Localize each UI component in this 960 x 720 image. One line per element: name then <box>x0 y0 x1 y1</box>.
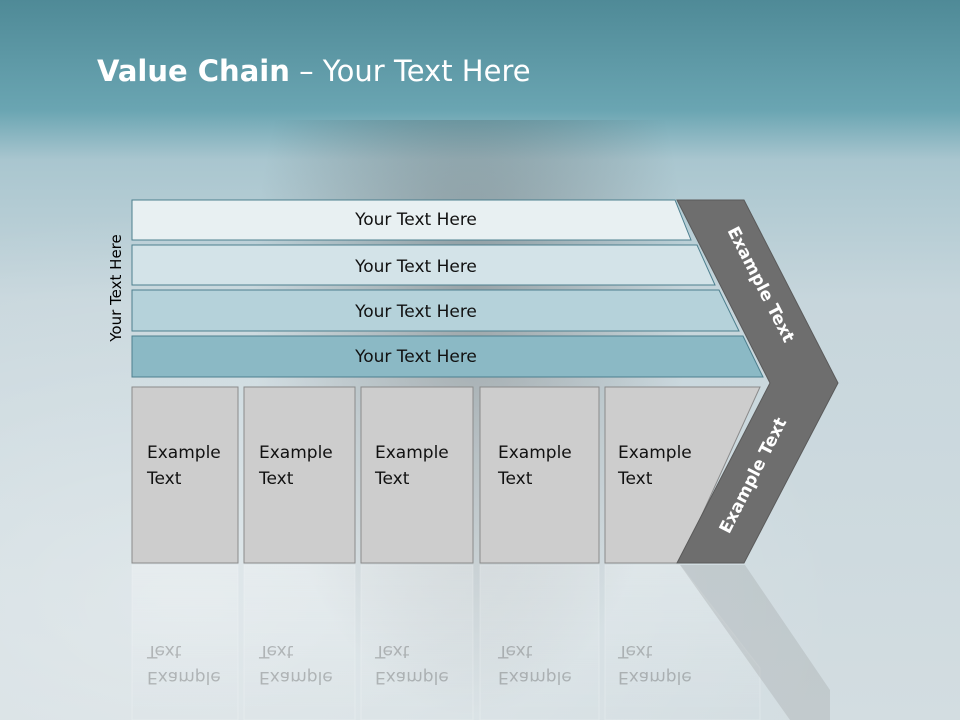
reflection-label-4: Example <box>498 667 572 687</box>
reflection-label-2: Example <box>259 667 333 687</box>
reflection-label-5b: Text <box>617 641 653 661</box>
row-2-shape <box>131 244 716 286</box>
row-4-label: Your Text Here <box>354 347 477 367</box>
diagram-reflection <box>131 564 830 720</box>
reflection-label-4b: Text <box>497 641 533 661</box>
row-1-label: Your Text Here <box>354 210 477 230</box>
box-2-line2: Text <box>258 469 294 489</box>
chevron-arrow <box>676 199 839 564</box>
title-rest: – Your Text Here <box>289 54 531 88</box>
box-1 <box>131 386 239 564</box>
box-2 <box>243 386 356 564</box>
box-3-line1: Example <box>375 443 449 463</box>
box-4 <box>479 386 600 564</box>
reflection-label-1b: Text <box>146 641 182 661</box>
box-5-line2: Text <box>617 469 653 489</box>
title-bold: Value Chain <box>97 54 290 88</box>
row-1-shape <box>131 199 692 241</box>
box-3-line2: Text <box>374 469 410 489</box>
box-1-line2: Text <box>146 469 182 489</box>
box-3 <box>360 386 474 564</box>
row-3-label: Your Text Here <box>354 302 477 322</box>
box-4-line1: Example <box>498 443 572 463</box>
reflection-text-group: Example Text Example Text Example Text E… <box>146 641 692 687</box>
box-5-line1: Example <box>618 443 692 463</box>
row-2-label: Your Text Here <box>354 257 477 277</box>
box-4-line2: Text <box>497 469 533 489</box>
reflection-label-3b: Text <box>374 641 410 661</box>
reflection-label-5: Example <box>618 667 692 687</box>
box-1-line1: Example <box>147 443 221 463</box>
slide-title: Value Chain – Your Text Here <box>97 54 531 88</box>
reflection-label-2b: Text <box>258 641 294 661</box>
reflection-label-1: Example <box>147 667 221 687</box>
row-3-shape <box>131 289 740 332</box>
reflection-label-3: Example <box>375 667 449 687</box>
box-2-line1: Example <box>259 443 333 463</box>
row-4-shape <box>131 335 764 378</box>
